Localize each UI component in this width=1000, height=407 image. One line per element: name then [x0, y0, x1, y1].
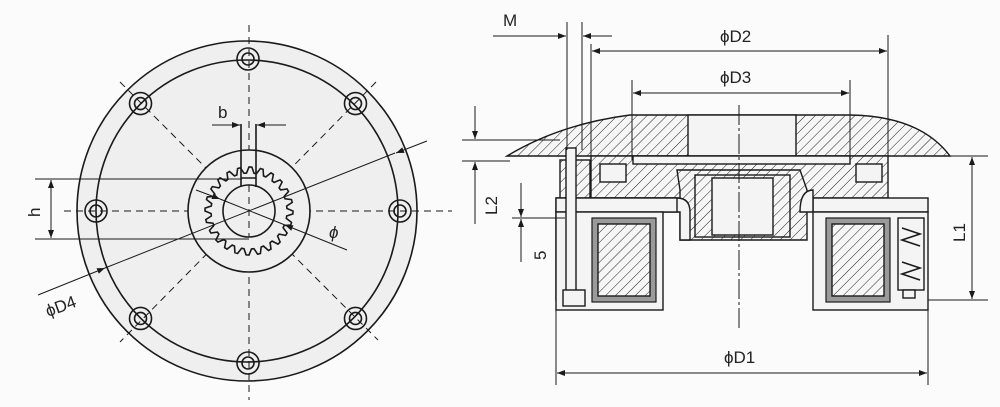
phi-dimension-arrow	[284, 224, 348, 251]
bolt-hole	[348, 311, 363, 326]
bolt-hole	[128, 306, 153, 331]
bolt-hole	[84, 199, 108, 223]
d4-dimension-arrow	[395, 140, 428, 154]
bolt-hole	[236, 47, 260, 71]
bolt-hole	[133, 96, 148, 111]
d4-label: ϕD4	[43, 292, 79, 321]
d3-label: ϕD3	[720, 68, 751, 87]
d4-dimension-arrow	[37, 267, 106, 296]
bolt-shank	[565, 147, 577, 299]
l2-label: L2	[482, 196, 501, 215]
l1-label: L1	[950, 223, 969, 242]
keyway	[240, 124, 257, 187]
armature-slot	[855, 163, 883, 183]
bolt-hole	[128, 91, 153, 116]
armature-slot	[599, 163, 627, 183]
phi-dimension-line	[219, 198, 286, 226]
bolt-holes	[84, 47, 412, 375]
set-screw	[902, 289, 916, 299]
bolt-hole	[388, 199, 412, 223]
shaft-bore-section	[711, 177, 774, 236]
housing-curve	[799, 189, 814, 213]
spring	[899, 227, 923, 281]
spline-teeth	[204, 166, 294, 256]
cover-bore	[687, 114, 797, 157]
bolt-hole	[241, 356, 255, 370]
phi-label: ϕ	[329, 223, 338, 242]
front-view: b h ϕ ϕD4	[25, 25, 452, 400]
b-label: b	[218, 103, 227, 122]
bolt-hole	[343, 91, 368, 116]
bolt-head	[562, 289, 586, 307]
coil-right	[831, 223, 885, 297]
d4-dimension-line	[104, 152, 396, 269]
d2-label: ϕD2	[720, 27, 751, 46]
right-ring	[812, 197, 929, 213]
bolt-hole	[343, 306, 368, 331]
bolt-hole	[89, 204, 103, 218]
five-label: 5	[531, 251, 550, 260]
d1-label: ϕD1	[724, 348, 755, 367]
friction-gap	[632, 155, 851, 165]
bolt-hole	[241, 52, 255, 66]
coil-left	[597, 223, 651, 297]
bolt-hole	[348, 96, 363, 111]
inner-flange-circle	[95, 59, 399, 363]
h-label: h	[25, 208, 44, 217]
bolt-hole	[133, 311, 148, 326]
bolt-hole	[236, 351, 260, 375]
section-view: M ϕD2 ϕD3 L2 5 L1 ϕD1	[462, 11, 988, 385]
phi-dimension-arrow	[195, 189, 221, 200]
bolt-hole	[393, 204, 407, 218]
m-label: M	[503, 11, 517, 30]
